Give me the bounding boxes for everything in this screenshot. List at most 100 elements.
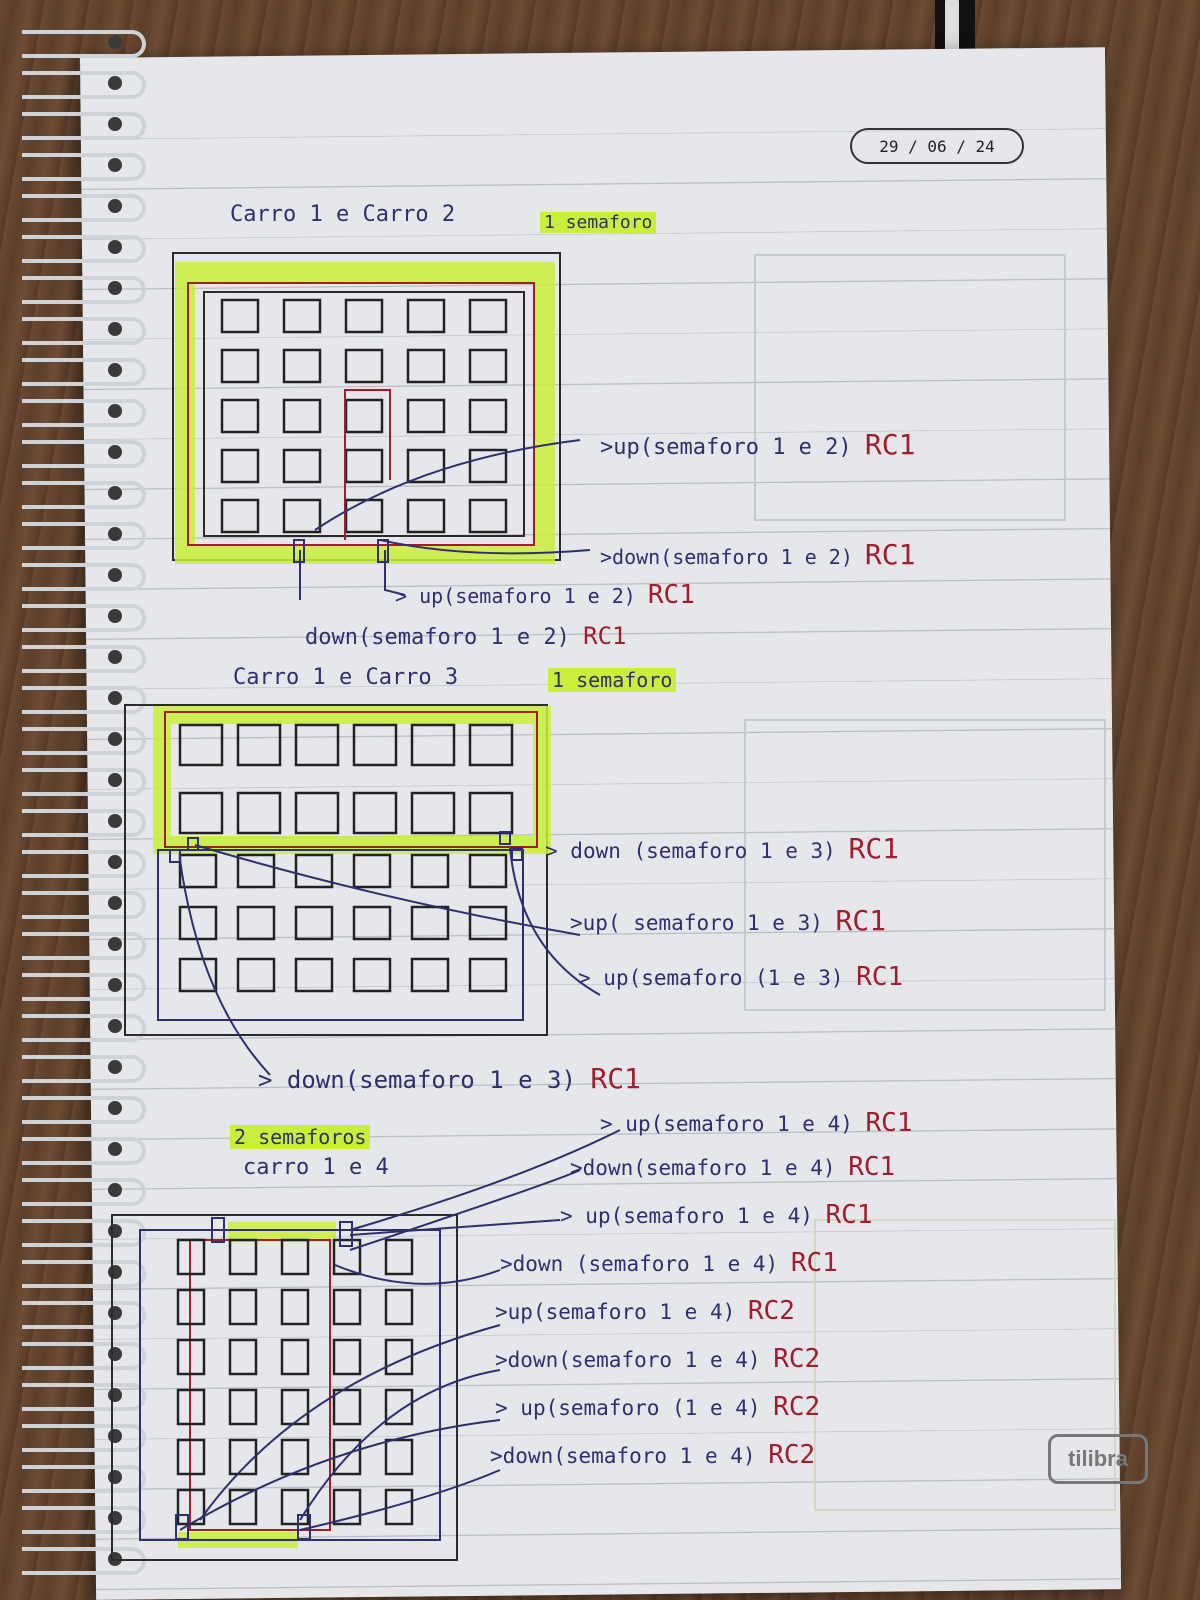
city-block	[236, 905, 276, 941]
city-block	[468, 957, 508, 993]
city-block	[410, 853, 450, 889]
spiral-ring	[22, 809, 146, 837]
spiral-ring	[22, 317, 146, 345]
s3-note-5: >up(semaforo 1 e 4) RC2	[495, 1296, 795, 1326]
city-block	[280, 1438, 310, 1476]
punch-hole	[108, 445, 122, 459]
city-block	[220, 298, 260, 334]
punch-hole	[108, 281, 122, 295]
city-block	[228, 1488, 258, 1526]
s3-note-6: >down(semaforo 1 e 4) RC2	[495, 1344, 821, 1374]
city-block	[282, 298, 322, 334]
city-block	[282, 448, 322, 484]
city-block	[294, 791, 340, 835]
punch-hole	[108, 773, 122, 787]
spiral-ring	[22, 1137, 146, 1165]
city-block	[406, 448, 446, 484]
city-block	[332, 1388, 362, 1426]
spiral-ring	[22, 1178, 146, 1206]
punch-hole	[108, 937, 122, 951]
city-block	[406, 398, 446, 434]
punch-hole	[108, 486, 122, 500]
spiral-ring	[22, 1301, 146, 1329]
punch-hole	[108, 609, 122, 623]
city-block	[280, 1488, 310, 1526]
city-block	[332, 1288, 362, 1326]
punch-hole	[108, 568, 122, 582]
section2-tag: 1 semaforo	[548, 668, 677, 692]
city-block	[220, 448, 260, 484]
city-block	[352, 791, 398, 835]
city-block	[176, 1288, 206, 1326]
city-block	[228, 1288, 258, 1326]
spiral-ring	[22, 1465, 146, 1493]
spiral-ring	[22, 30, 146, 58]
s3-note-7: > up(semaforo (1 e 4) RC2	[495, 1392, 821, 1422]
punch-hole	[108, 1060, 122, 1074]
city-block	[178, 957, 218, 993]
spiral-ring	[22, 194, 146, 222]
punch-hole	[108, 896, 122, 910]
city-block	[468, 905, 508, 941]
s3-note-3: > up(semaforo 1 e 4) RC1	[560, 1200, 873, 1230]
punch-hole	[108, 814, 122, 828]
s3-note-4: >down (semaforo 1 e 4) RC1	[500, 1248, 838, 1278]
punch-hole	[108, 363, 122, 377]
punch-hole	[108, 732, 122, 746]
bleed-through-sketch	[744, 719, 1106, 1011]
punch-hole	[108, 199, 122, 213]
spiral-ring	[22, 358, 146, 386]
section1-tag: 1 semaforo	[540, 212, 657, 233]
city-block	[178, 905, 218, 941]
spiral-ring	[22, 727, 146, 755]
city-block	[384, 1338, 414, 1376]
city-block	[228, 1238, 258, 1276]
city-block	[384, 1388, 414, 1426]
city-block	[176, 1238, 206, 1276]
punch-hole	[108, 978, 122, 992]
spiral-ring	[22, 932, 146, 960]
city-block	[406, 348, 446, 384]
city-block	[468, 723, 514, 767]
spiral-binding	[0, 0, 150, 1600]
punch-hole	[108, 1101, 122, 1115]
city-block	[344, 498, 384, 534]
city-block	[384, 1288, 414, 1326]
city-block	[228, 1438, 258, 1476]
city-block	[384, 1488, 414, 1526]
s2-note-1: > down (semaforo 1 e 3) RC1	[545, 832, 900, 865]
city-block	[384, 1438, 414, 1476]
s3-note-8: >down(semaforo 1 e 4) RC2	[490, 1440, 816, 1470]
city-block	[220, 348, 260, 384]
spiral-ring	[22, 1506, 146, 1534]
city-block	[228, 1338, 258, 1376]
city-block	[236, 791, 282, 835]
city-block	[236, 723, 282, 767]
street-grid-2	[124, 704, 601, 1076]
section2-title: Carro 1 e Carro 3	[233, 665, 459, 690]
city-block	[282, 348, 322, 384]
city-block	[352, 723, 398, 767]
city-block	[220, 398, 260, 434]
spiral-ring	[22, 1383, 146, 1411]
spiral-ring	[22, 71, 146, 99]
punch-hole	[108, 240, 122, 254]
spiral-ring	[22, 1219, 146, 1247]
city-block	[176, 1388, 206, 1426]
city-block	[344, 398, 384, 434]
spiral-ring	[22, 1342, 146, 1370]
punch-hole	[108, 527, 122, 541]
city-block	[294, 905, 334, 941]
spiral-ring	[22, 153, 146, 181]
s2-note-3: > up(semaforo (1 e 3) RC1	[578, 962, 904, 992]
s1-note-3: > up(semaforo 1 e 2) RC1	[395, 580, 695, 610]
punch-hole	[108, 1183, 122, 1197]
punch-hole	[108, 855, 122, 869]
city-block	[176, 1338, 206, 1376]
city-block	[352, 957, 392, 993]
section3-tag: 2 semaforos	[230, 1125, 371, 1149]
punch-hole	[108, 691, 122, 705]
city-block	[280, 1388, 310, 1426]
street-grid-3	[111, 1129, 621, 1561]
